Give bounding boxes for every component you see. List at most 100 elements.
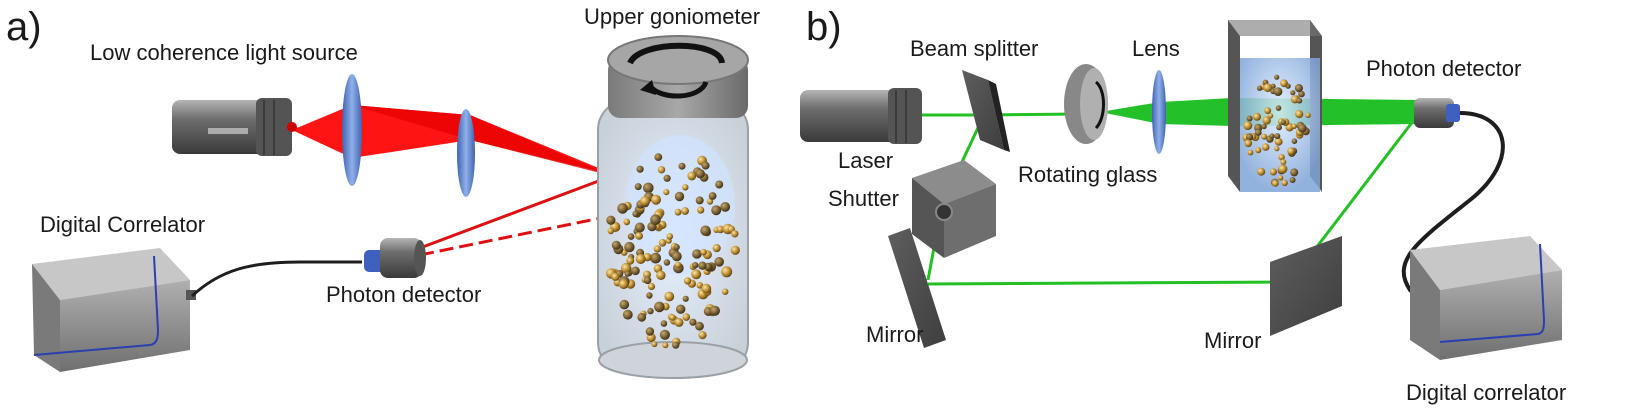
particle <box>1278 154 1285 161</box>
particle <box>730 245 740 255</box>
particle <box>1273 87 1283 96</box>
particle <box>623 218 631 226</box>
particle <box>1256 85 1263 91</box>
particle <box>669 314 676 321</box>
particle <box>716 225 725 234</box>
particle <box>722 288 729 295</box>
particle <box>697 206 705 214</box>
particle <box>721 266 733 278</box>
particle <box>695 321 704 331</box>
particle <box>1261 123 1267 130</box>
particle <box>647 282 656 291</box>
particle <box>692 262 699 269</box>
particle <box>1280 79 1288 88</box>
particle <box>1276 124 1282 131</box>
particle <box>636 165 644 173</box>
particle <box>682 313 691 321</box>
particle <box>706 198 714 205</box>
particle <box>1253 112 1261 121</box>
particle <box>635 254 646 264</box>
particle <box>654 153 663 162</box>
particle <box>1274 74 1280 80</box>
panel-a: a) <box>6 4 760 379</box>
particle <box>695 196 704 205</box>
particle <box>1274 133 1281 140</box>
particle <box>664 291 675 302</box>
particle <box>1291 123 1297 129</box>
particle <box>696 282 704 289</box>
mirror-right <box>1270 236 1342 336</box>
sample-cuvette <box>1228 20 1322 192</box>
particle <box>676 304 686 314</box>
particle <box>643 276 652 285</box>
particle <box>698 261 707 270</box>
label-photon-detector-b: Photon detector <box>1366 56 1521 81</box>
particle <box>1245 133 1254 141</box>
particle <box>634 183 642 191</box>
particle <box>624 241 635 253</box>
cable-a <box>190 260 362 298</box>
mirror-left <box>888 228 946 348</box>
particle <box>701 161 710 170</box>
particle <box>1246 115 1253 122</box>
particle <box>631 266 640 276</box>
particle <box>663 259 671 266</box>
particle <box>1262 143 1270 151</box>
particle <box>674 317 684 327</box>
label-laser: Laser <box>838 148 893 173</box>
particle <box>606 215 616 225</box>
rotating-glass <box>1064 64 1108 144</box>
digital-correlator-b <box>1410 236 1562 360</box>
particle <box>611 240 621 250</box>
lens-1 <box>342 74 362 186</box>
particle <box>657 166 666 174</box>
particle <box>607 227 614 235</box>
particle <box>624 270 631 277</box>
label-mirror-right: Mirror <box>1204 328 1261 353</box>
particle <box>731 230 739 238</box>
particle <box>647 307 654 315</box>
particle <box>687 171 697 181</box>
particle <box>672 341 680 349</box>
particle <box>1281 179 1288 187</box>
beam-splitter <box>962 70 1010 152</box>
panel-b: b) <box>800 5 1566 405</box>
particle <box>619 299 630 310</box>
particle <box>1294 84 1303 93</box>
particle <box>1263 83 1272 92</box>
particle <box>671 251 682 262</box>
particle <box>674 191 685 202</box>
particle <box>643 270 651 279</box>
particle <box>695 169 705 179</box>
digital-correlator-a <box>32 248 196 372</box>
particle <box>622 309 633 320</box>
particle <box>1277 175 1284 181</box>
particle <box>653 245 662 253</box>
particle <box>1280 119 1287 125</box>
particle <box>662 342 669 349</box>
panel-a-label: a) <box>6 5 42 49</box>
particle <box>700 225 711 236</box>
shutter <box>912 160 996 258</box>
particle <box>659 329 671 340</box>
photon-detector-a <box>364 238 426 278</box>
particle <box>682 184 689 191</box>
particle <box>681 207 689 215</box>
particle <box>1255 147 1262 154</box>
red-laser-beam-focus <box>352 105 612 176</box>
particle <box>666 233 674 240</box>
particle <box>1274 145 1280 152</box>
particle <box>634 222 645 233</box>
particle <box>663 189 670 196</box>
particle <box>620 262 632 274</box>
label-light-source: Low coherence light source <box>90 40 358 65</box>
particle <box>1268 113 1274 119</box>
particle <box>1287 147 1296 156</box>
particle <box>700 248 707 256</box>
particle <box>1291 138 1298 144</box>
particle <box>656 270 666 280</box>
particle <box>1257 167 1266 176</box>
particle <box>712 244 721 253</box>
particle <box>711 205 722 216</box>
label-lens: Lens <box>1132 36 1180 61</box>
